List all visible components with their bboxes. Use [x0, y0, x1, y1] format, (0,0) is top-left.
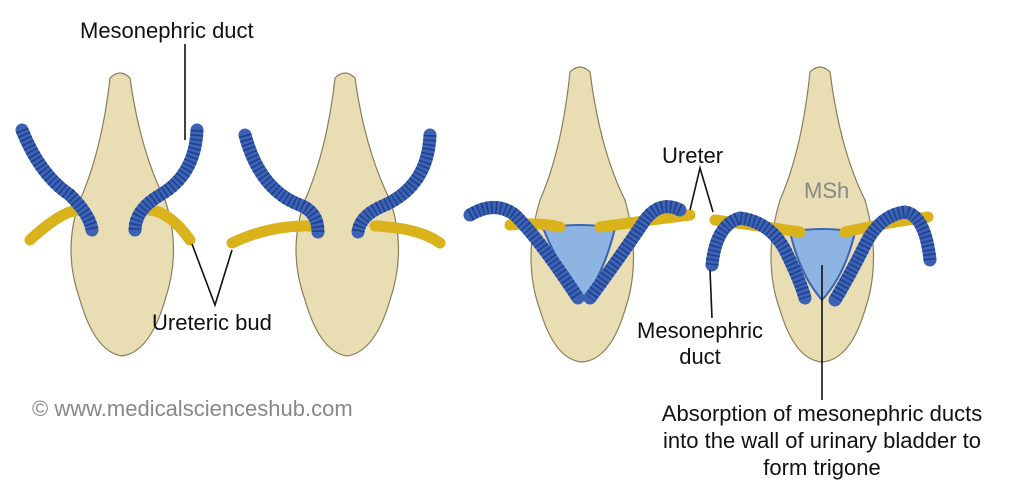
- label-mesonephric-duct: Mesonephric duct: [80, 18, 254, 43]
- label-mesonephric-duct-2: Mesonephric duct: [620, 318, 780, 370]
- stage-2-structures: [226, 128, 446, 249]
- label-ureter: Ureter: [662, 143, 724, 168]
- bladder-stage-2: [295, 72, 400, 357]
- caption-line-3: form trigone: [763, 455, 881, 480]
- stage-3-structures: [463, 200, 696, 305]
- label-mesonephric-line2: duct: [679, 344, 721, 369]
- watermark: © www.medicalscienceshub.com: [32, 396, 353, 421]
- pointer-lines: [184, 44, 823, 400]
- caption-trigone: Absorption of mesonephric ducts into the…: [612, 400, 1024, 481]
- stage-4-structures: [705, 205, 937, 307]
- stage-1-structures: [15, 123, 204, 246]
- label-mesonephric-line1: Mesonephric: [637, 318, 763, 343]
- trigone-stage-4: [788, 228, 857, 302]
- caption-line-2: into the wall of urinary bladder to: [663, 428, 981, 453]
- caption-line-1: Absorption of mesonephric ducts: [661, 401, 983, 426]
- label-ureteric-bud: Ureteric bud: [152, 310, 272, 335]
- bladder-stage-3: [530, 66, 635, 363]
- label-msh: MSh: [804, 178, 850, 203]
